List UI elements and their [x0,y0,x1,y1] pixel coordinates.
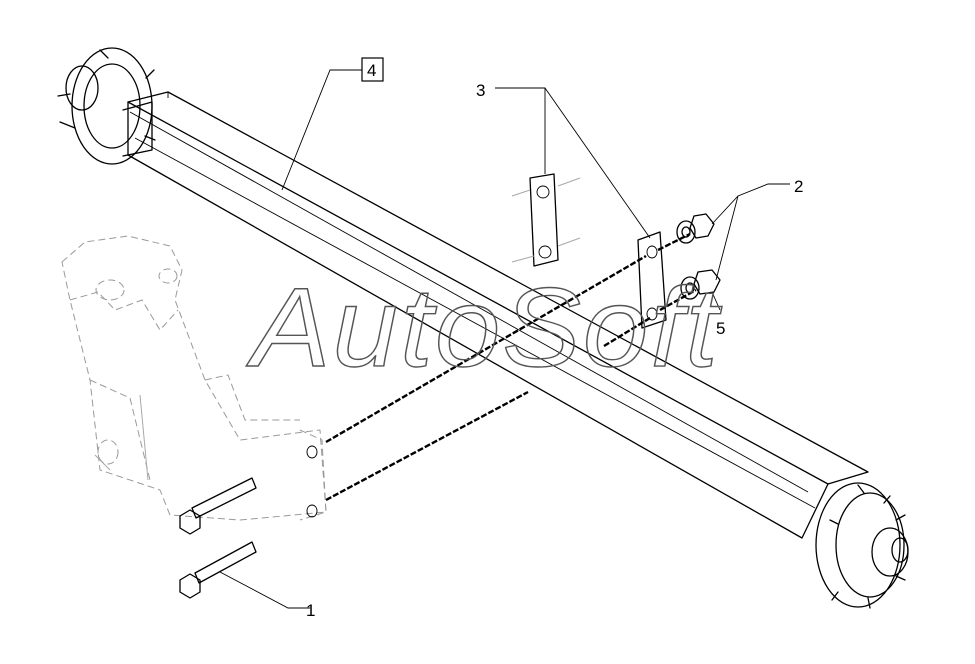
right-wheel-hub [815,482,909,609]
callout-4: 4 [367,61,376,80]
callout-2: 2 [794,177,803,196]
callout-3: 3 [476,81,485,100]
clamp-plate-right [637,231,667,329]
axle-beam [122,91,869,539]
frame-bracket [61,235,327,521]
callout-1: 1 [306,601,315,620]
clamp-plate-left [511,173,581,267]
leader-lines [219,69,790,609]
left-wheel-hub [57,47,156,165]
callout-4-box [361,57,384,82]
bolt-lower [179,541,257,599]
watermark-text: AutoSoft [246,265,722,390]
bolt-upper [179,477,257,535]
nut-washer-upper [676,213,715,244]
callout-5: 5 [716,319,725,338]
assembly-lines [325,232,697,502]
